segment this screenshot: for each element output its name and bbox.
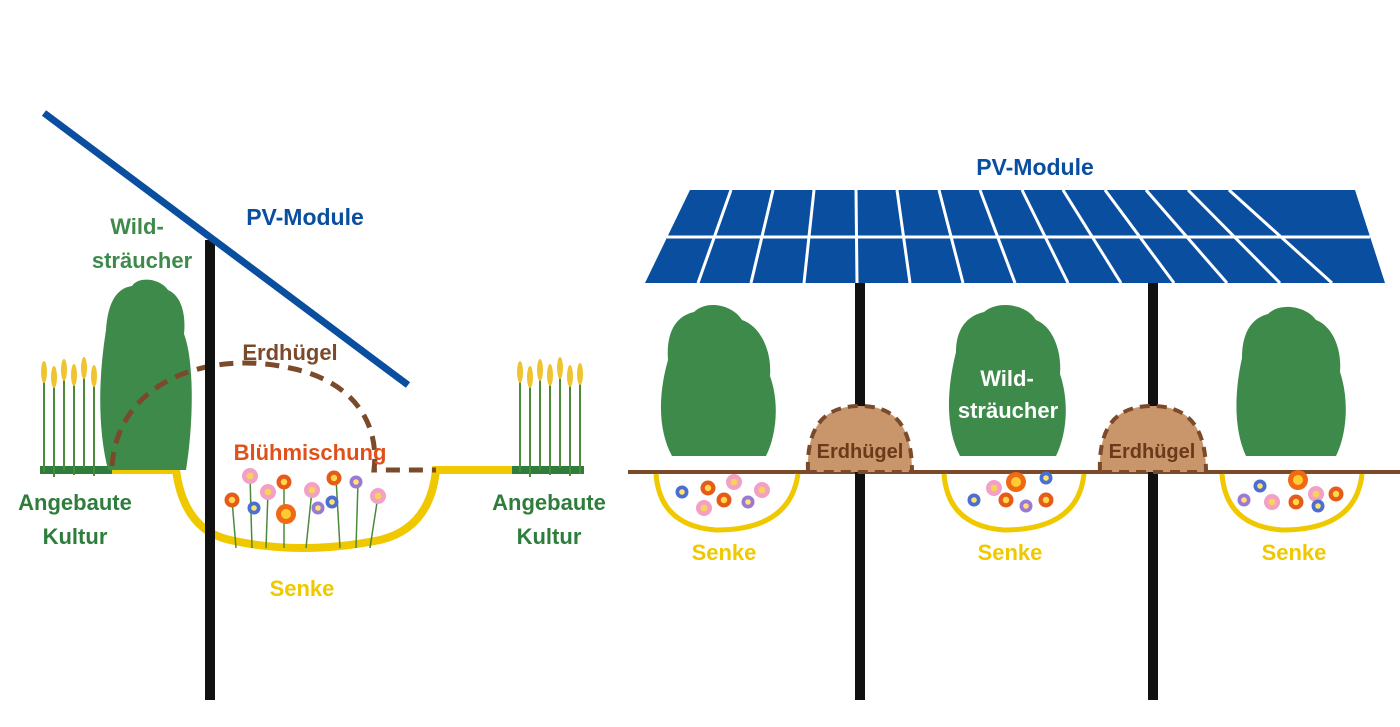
shrub-right-1 — [660, 305, 776, 456]
flower-mix-left — [224, 468, 386, 549]
shrub-label-left-line1: Wild- — [110, 214, 164, 239]
sink-right-1 — [653, 473, 801, 533]
shrub-label-left-line2: sträucher — [92, 248, 193, 273]
sink-right-3 — [1219, 473, 1365, 533]
crop-label-right-line2: Kultur — [517, 524, 582, 549]
shrub-label-right-line2: sträucher — [958, 398, 1059, 423]
pv-module-array — [645, 188, 1385, 285]
crop-field-right — [512, 356, 584, 478]
mound-right-2 — [1097, 403, 1209, 474]
crop-label-left-line1: Angebaute — [18, 490, 132, 515]
pv-post-left — [205, 240, 215, 700]
shrub-right-3 — [1236, 306, 1346, 456]
flower-mix-right-3 — [1237, 470, 1344, 513]
crop-label-left-line2: Kultur — [43, 524, 108, 549]
right-diagram: PV-Module Wild- sträucher Erdhügel Erdhü… — [628, 154, 1400, 700]
mound-label-left: Erdhügel — [242, 340, 337, 365]
pv-post-right-1 — [855, 280, 865, 700]
shrub-label-right-line1: Wild- — [980, 366, 1034, 391]
crop-label-right-line1: Angebaute — [492, 490, 606, 515]
sink-right-2 — [941, 473, 1087, 533]
sink-label-right-3: Senke — [1262, 540, 1327, 565]
mound-label-right-1: Erdhügel — [817, 441, 904, 463]
sink-label-left: Senke — [270, 576, 335, 601]
shrub-right-2 — [948, 305, 1066, 456]
left-diagram: PV-Module Wild- sträucher Erdhügel Blühm… — [18, 110, 606, 700]
pv-module-label-right: PV-Module — [976, 154, 1094, 180]
sink-yellow-ground — [112, 466, 512, 552]
pv-module-label-left: PV-Module — [246, 204, 364, 230]
mound-right-1 — [805, 403, 915, 474]
sink-label-right-1: Senke — [692, 540, 757, 565]
flower-mix-right-2 — [967, 471, 1054, 513]
pv-module-side — [41, 110, 411, 388]
crop-field-left — [40, 356, 112, 478]
flower-mix-label: Blühmischung — [234, 440, 387, 465]
flower-mix-right-1 — [675, 474, 770, 516]
pv-post-right-2 — [1148, 280, 1158, 700]
mound-label-right-2: Erdhügel — [1109, 441, 1196, 463]
shrub-left — [100, 279, 192, 470]
sink-label-right-2: Senke — [978, 540, 1043, 565]
